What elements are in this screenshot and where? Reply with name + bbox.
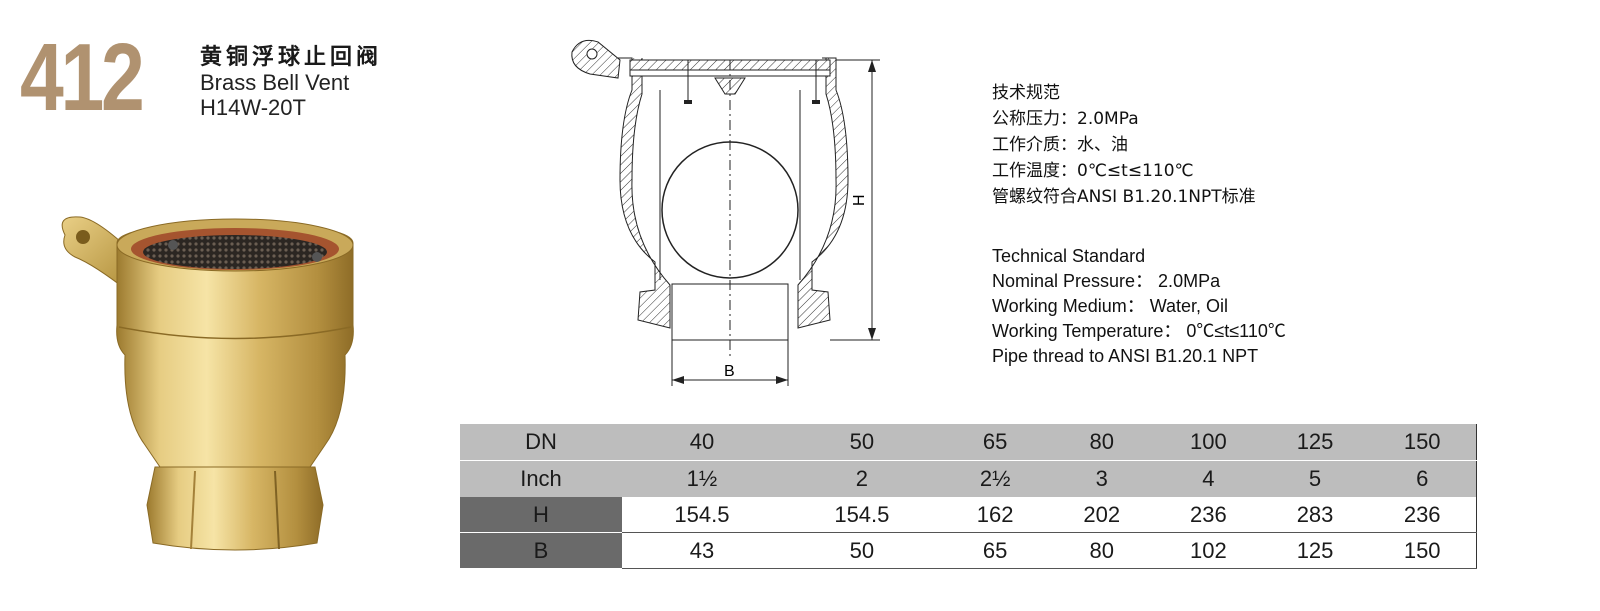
table-cell: 65 <box>941 424 1049 461</box>
technical-drawing: H B <box>560 30 880 394</box>
table-cell: 125 <box>1261 532 1369 569</box>
spec-thread-cn: 管螺纹符合ANSI B1.20.1NPT标准 <box>992 187 1256 207</box>
table-cell: 1½ <box>622 460 782 497</box>
table-cell: 150 <box>1368 532 1477 569</box>
product-title-cn: 黄铜浮球止回阀 <box>200 45 383 70</box>
spec-medium-cn: 工作介质：水、油 <box>992 135 1128 155</box>
table-cell: 283 <box>1261 497 1369 533</box>
table-row-h: H 154.5 154.5 162 202 236 283 236 <box>460 497 1477 533</box>
table-row-inch: Inch 1½ 2 2½ 3 4 5 6 <box>460 460 1477 497</box>
row-label-inch: Inch <box>460 460 622 497</box>
table-cell: 125 <box>1261 424 1369 461</box>
table-cell: 43 <box>622 532 782 569</box>
table-row-b: B 43 50 65 80 102 125 150 <box>460 532 1477 569</box>
dimension-table: DN 40 50 65 80 100 125 150 Inch 1½ 2 2½ … <box>460 424 1477 569</box>
row-label-dn: DN <box>460 424 622 461</box>
table-cell: 50 <box>781 424 942 461</box>
table-cell: 3 <box>1048 460 1156 497</box>
dimension-label-h: H <box>851 194 868 206</box>
spec-temperature-cn: 工作温度：0℃≤t≤110℃ <box>992 161 1194 181</box>
spec-block-cn: 技术规范 公称压力：2.0MPa 工作介质：水、油 工作温度：0℃≤t≤110℃… <box>992 80 1256 210</box>
spec-medium-en: Working Medium： Water, Oil <box>992 296 1229 316</box>
row-label-h: H <box>460 497 622 533</box>
dimension-label-b: B <box>724 363 735 380</box>
product-photo <box>55 205 375 594</box>
table-cell: 6 <box>1368 460 1477 497</box>
model-number: 412 <box>20 24 145 131</box>
table-cell: 40 <box>622 424 782 461</box>
table-cell: 154.5 <box>781 497 942 533</box>
table-row-dn: DN 40 50 65 80 100 125 150 <box>460 424 1477 461</box>
table-cell: 202 <box>1048 497 1156 533</box>
spec-pressure-cn: 公称压力：2.0MPa <box>992 109 1139 129</box>
spec-temperature-en: Working Temperature： 0℃≤t≤110℃ <box>992 321 1286 341</box>
table-cell: 154.5 <box>622 497 782 533</box>
table-cell: 2½ <box>941 460 1049 497</box>
table-cell: 80 <box>1048 532 1156 569</box>
table-cell: 102 <box>1155 532 1262 569</box>
table-cell: 50 <box>781 532 942 569</box>
table-cell: 65 <box>941 532 1049 569</box>
title-block: 黄铜浮球止回阀 Brass Bell Vent H14W-20T <box>200 45 383 121</box>
row-label-b: B <box>460 532 622 569</box>
spec-pressure-en: Nominal Pressure： 2.0MPa <box>992 271 1221 291</box>
table-cell: 162 <box>941 497 1049 533</box>
spec-heading-cn: 技术规范 <box>992 83 1060 103</box>
table-cell: 150 <box>1368 424 1477 461</box>
table-cell: 4 <box>1155 460 1262 497</box>
table-cell: 2 <box>781 460 942 497</box>
product-title-en: Brass Bell Vent <box>200 70 350 96</box>
table-cell: 100 <box>1155 424 1262 461</box>
table-cell: 5 <box>1261 460 1369 497</box>
product-model-code: H14W-20T <box>200 95 306 121</box>
spec-block-en: Technical Standard Nominal Pressure： 2.0… <box>992 244 1286 369</box>
table-cell: 236 <box>1155 497 1262 533</box>
table-cell: 236 <box>1368 497 1477 533</box>
table-cell: 80 <box>1048 424 1156 461</box>
spec-heading-en: Technical Standard <box>992 246 1146 266</box>
spec-thread-en: Pipe thread to ANSI B1.20.1 NPT <box>992 346 1259 366</box>
